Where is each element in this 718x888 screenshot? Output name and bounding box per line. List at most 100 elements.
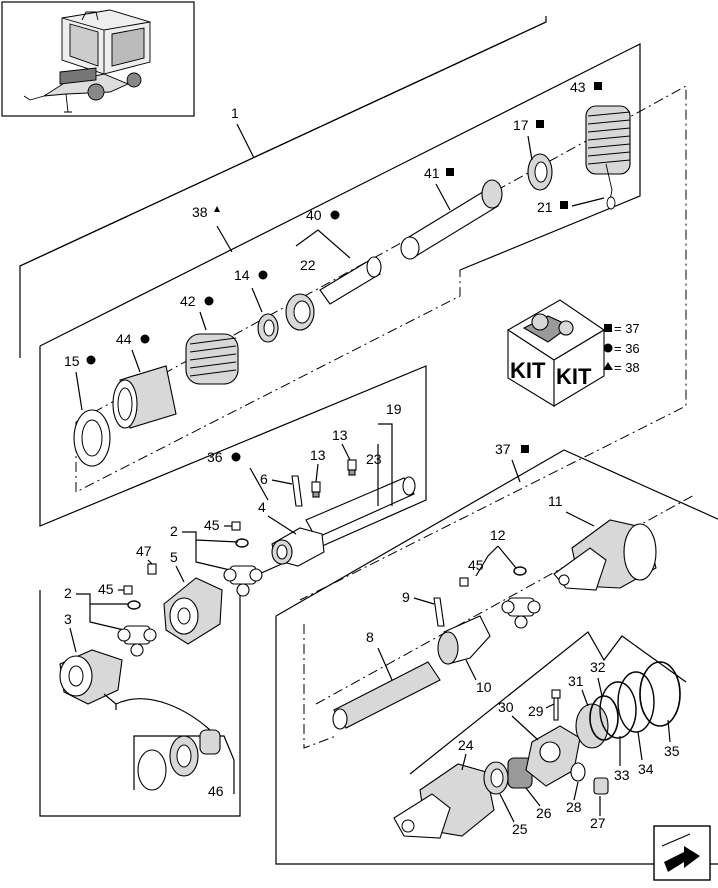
- part-6-pin[interactable]: [291, 475, 303, 507]
- part-46-detail[interactable]: [133, 729, 235, 794]
- part-34-ring[interactable]: [617, 671, 655, 733]
- part-45-bolt-c[interactable]: [459, 577, 469, 587]
- callout-6: 6: [260, 471, 268, 487]
- part-13-fitting-a[interactable]: [347, 459, 357, 476]
- callout-31: 31: [568, 673, 584, 689]
- part-2-clip-b[interactable]: [127, 600, 141, 610]
- group-outline-left: [39, 578, 241, 817]
- callout-2-a: 2: [170, 523, 178, 539]
- callout-8: 8: [366, 629, 374, 645]
- part-5-yoke[interactable]: [163, 577, 223, 645]
- kit-box[interactable]: KIT KIT: [506, 299, 606, 407]
- square-icon: [560, 201, 568, 209]
- callout-42: 42: [180, 293, 196, 309]
- square-icon: [604, 324, 612, 332]
- callout-3: 3: [64, 611, 72, 627]
- part-42-coil[interactable]: [185, 333, 239, 385]
- callout-25: 25: [512, 821, 528, 837]
- callout-5: 5: [170, 549, 178, 565]
- part-43-coupler[interactable]: [585, 105, 631, 175]
- callout-14: 14: [234, 267, 250, 283]
- legend-circle-text: = 36: [614, 341, 640, 356]
- callout-10: 10: [476, 679, 492, 695]
- callout-11: 11: [548, 493, 563, 509]
- part-8-tube[interactable]: [332, 661, 441, 730]
- part-15-plate[interactable]: [73, 409, 111, 467]
- part-9-pin[interactable]: [433, 597, 445, 627]
- part-21-chain[interactable]: [605, 163, 616, 210]
- part-11-housing[interactable]: [553, 519, 657, 591]
- callout-13-b: 13: [310, 447, 326, 463]
- callout-24: 24: [458, 737, 474, 753]
- part-47-fitting[interactable]: [147, 563, 157, 575]
- callout-28: 28: [566, 799, 582, 815]
- part-45-bolt-a[interactable]: [231, 521, 241, 531]
- part-29-bolt[interactable]: [551, 689, 561, 721]
- callout-23: 23: [366, 451, 382, 467]
- part-28-cap[interactable]: [570, 762, 586, 782]
- part-35-snapring[interactable]: [639, 661, 681, 727]
- group-outline-37: [275, 449, 718, 865]
- part-27-cap[interactable]: [593, 777, 609, 795]
- machine-thumbnail[interactable]: [1, 1, 195, 117]
- part-33-ring[interactable]: [599, 681, 637, 739]
- part-25-ring[interactable]: [483, 761, 509, 795]
- part-2-clip-a[interactable]: [235, 538, 249, 548]
- callout-1: 1: [231, 105, 239, 121]
- circle-icon: [140, 334, 150, 344]
- part-4-yoke[interactable]: [271, 527, 325, 567]
- callout-22: 22: [300, 257, 316, 273]
- legend: = 37 = 36 = 38: [603, 321, 640, 375]
- legend-triangle-text: = 38: [614, 360, 640, 375]
- part-2-cross-b[interactable]: [117, 625, 157, 657]
- part-44-housing[interactable]: [112, 365, 177, 429]
- callout-17: 17: [513, 117, 529, 133]
- callout-47: 47: [136, 543, 152, 559]
- callout-15: 15: [64, 353, 80, 369]
- part-24-yoke[interactable]: [393, 763, 495, 839]
- callout-45-a: 45: [204, 517, 220, 533]
- circle-icon: [603, 343, 613, 353]
- part-bearing[interactable]: [285, 293, 315, 331]
- group-outline-36: [39, 346, 427, 579]
- callout-30: 30: [498, 699, 514, 715]
- callout-4: 4: [258, 499, 266, 515]
- part-40-shaft[interactable]: [319, 256, 382, 305]
- part-32-ring[interactable]: [589, 695, 619, 741]
- arrow-icon[interactable]: [653, 825, 711, 881]
- callout-13-a: 13: [332, 427, 348, 443]
- callout-26: 26: [536, 805, 552, 821]
- part-10-yoke[interactable]: [437, 615, 491, 665]
- part-14-washer[interactable]: [257, 313, 279, 343]
- callout-45-c: 45: [468, 557, 484, 573]
- part-12-cross[interactable]: [501, 597, 541, 629]
- part-45-bolt-b[interactable]: [123, 585, 133, 595]
- callout-43: 43: [570, 79, 586, 95]
- part-41-tube[interactable]: [400, 179, 503, 260]
- callout-37: 37: [495, 441, 511, 457]
- square-icon: [594, 82, 602, 90]
- triangle-icon: [603, 362, 613, 370]
- part-12-clip[interactable]: [513, 566, 527, 576]
- part-13-fitting-b[interactable]: [311, 481, 321, 498]
- circle-icon: [258, 270, 268, 280]
- square-icon: [446, 168, 454, 176]
- callout-41: 41: [424, 165, 440, 181]
- part-30-cross[interactable]: [525, 725, 581, 787]
- square-icon: [536, 120, 544, 128]
- part-17-ring[interactable]: [527, 153, 553, 191]
- callout-21: 21: [537, 199, 553, 215]
- kit-label-right: KIT: [556, 364, 592, 389]
- triangle-icon: [214, 206, 220, 212]
- callout-32: 32: [590, 659, 606, 675]
- part-3-yoke[interactable]: [59, 649, 123, 705]
- callout-38: 38: [192, 204, 208, 220]
- callout-36: 36: [207, 449, 223, 465]
- callout-9: 9: [402, 589, 410, 605]
- part-2-cross-a[interactable]: [223, 565, 263, 597]
- callout-44: 44: [116, 331, 132, 347]
- callout-33: 33: [614, 767, 630, 783]
- circle-icon: [231, 452, 241, 462]
- callout-46: 46: [208, 783, 224, 799]
